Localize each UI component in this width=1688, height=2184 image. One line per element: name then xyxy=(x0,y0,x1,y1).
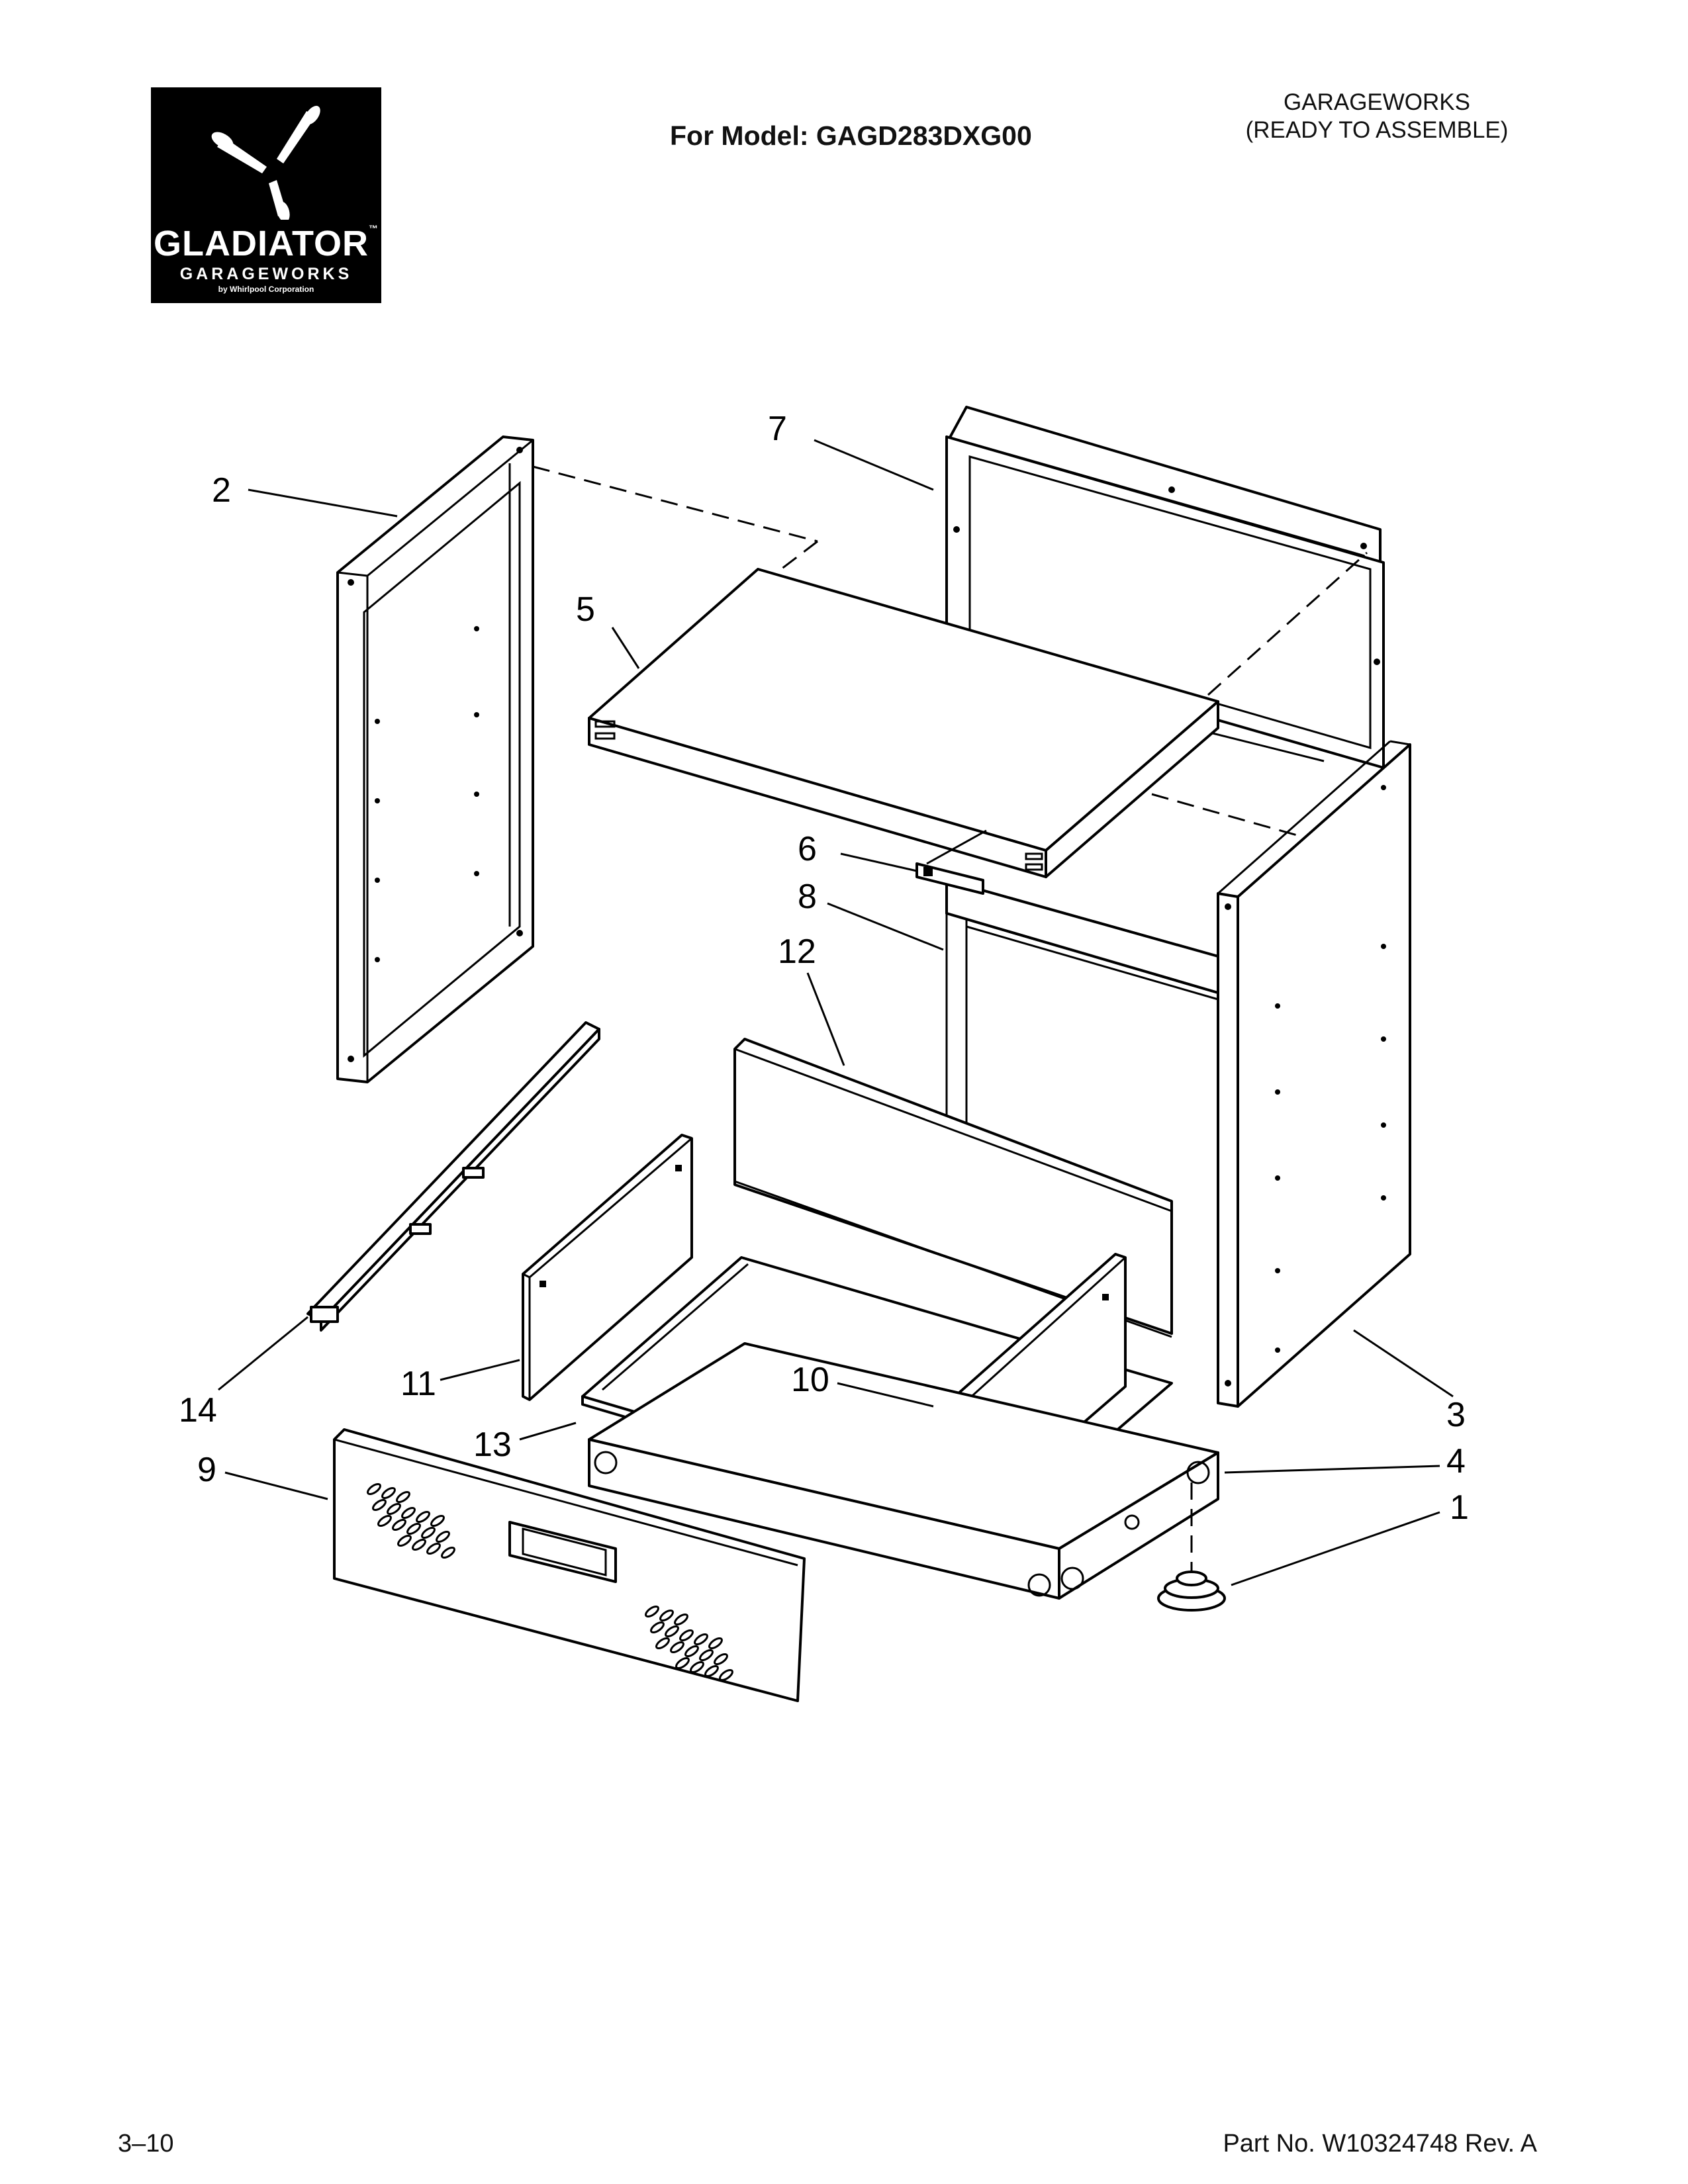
part-9-drawer-front xyxy=(333,1428,806,1702)
callout-4: 4 xyxy=(1446,1442,1466,1480)
part-8-front-frame xyxy=(945,879,1219,1145)
logo-mark-icon xyxy=(211,105,320,222)
vent-slot xyxy=(421,1526,436,1539)
part-4-base xyxy=(588,1342,1219,1600)
leader-12 xyxy=(806,972,845,1066)
category-header: GARAGEWORKS (READY TO ASSEMBLE) xyxy=(1211,89,1542,144)
vent-slot xyxy=(699,1649,714,1662)
vent-slot xyxy=(694,1633,708,1646)
leader-1 xyxy=(1231,1511,1440,1586)
vent-pattern-left xyxy=(367,1482,455,1559)
vent-slot xyxy=(392,1518,406,1531)
vent-slot xyxy=(396,1490,410,1504)
vent-slot xyxy=(406,1522,421,1535)
part-number: Part No. W10324748 Rev. A xyxy=(1223,2130,1537,2158)
category-line-1: GARAGEWORKS xyxy=(1284,89,1470,115)
vent-slot xyxy=(412,1538,426,1551)
assembly-line xyxy=(1151,793,1305,839)
leader-6 xyxy=(840,852,917,872)
logo-sub: GARAGEWORKS xyxy=(179,265,353,283)
vent-slot xyxy=(426,1542,441,1555)
callout-6: 6 xyxy=(798,830,817,868)
callout-11: 11 xyxy=(400,1365,436,1403)
vent-slot xyxy=(381,1486,396,1500)
callout-14: 14 xyxy=(179,1391,217,1430)
vent-slot xyxy=(650,1621,665,1634)
callout-1: 1 xyxy=(1450,1488,1469,1527)
vent-slot xyxy=(367,1482,381,1496)
callout-2: 2 xyxy=(212,471,231,510)
leader-4 xyxy=(1224,1465,1440,1474)
vent-slot xyxy=(708,1637,723,1650)
category-line-2: (READY TO ASSEMBLE) xyxy=(1245,117,1509,143)
part-14-drawer-slide xyxy=(306,1021,600,1332)
vent-slot xyxy=(441,1546,455,1559)
leader-5 xyxy=(611,627,640,669)
leader-10 xyxy=(837,1382,934,1408)
vent-slot xyxy=(674,1613,688,1626)
vent-slot xyxy=(372,1498,387,1512)
callout-13: 13 xyxy=(473,1426,512,1464)
part-6-badge xyxy=(915,862,984,895)
callout-7: 7 xyxy=(768,410,787,448)
vent-slot xyxy=(430,1514,445,1527)
vent-slot xyxy=(714,1653,728,1666)
leader-3 xyxy=(1353,1329,1454,1398)
part-11-drawer-left-side xyxy=(522,1134,693,1401)
logo-brand: GLADIATOR™ xyxy=(154,223,379,263)
vent-slot xyxy=(679,1629,694,1642)
leader-14 xyxy=(218,1316,308,1391)
vent-slot xyxy=(645,1605,659,1618)
part-5-top-shelf xyxy=(588,568,1219,878)
callout-10: 10 xyxy=(791,1361,829,1399)
part-2-left-side-panel xyxy=(336,435,534,1083)
part-1-leveling-foot xyxy=(1157,1482,1226,1612)
page-number: 3–10 xyxy=(118,2130,174,2158)
leader-13 xyxy=(519,1422,577,1441)
assembly-line xyxy=(780,540,818,570)
callout-9: 9 xyxy=(197,1451,216,1489)
callout-3: 3 xyxy=(1446,1396,1466,1434)
model-label: For Model: GAGD283DXG00 xyxy=(670,120,1032,151)
vent-slot xyxy=(416,1510,430,1524)
vent-slot xyxy=(387,1502,401,1516)
gladiator-logo: GLADIATOR™ GARAGEWORKS by Whirlpool Corp… xyxy=(151,87,381,303)
vent-slot xyxy=(659,1609,674,1622)
vent-slot xyxy=(719,1668,733,1682)
leader-9 xyxy=(224,1471,328,1500)
callout-12: 12 xyxy=(778,933,816,971)
assembly-line xyxy=(1207,551,1368,696)
callout-5: 5 xyxy=(576,590,595,629)
leader-2 xyxy=(248,488,398,518)
vent-slot xyxy=(436,1530,450,1543)
vent-slot xyxy=(675,1657,690,1670)
callout-8: 8 xyxy=(798,878,817,916)
vent-slot xyxy=(401,1506,416,1520)
logo-byline: by Whirlpool Corporation xyxy=(218,285,314,294)
vent-pattern-right xyxy=(645,1605,733,1682)
vent-slot xyxy=(397,1534,412,1547)
leader-7 xyxy=(814,439,934,491)
vent-slot xyxy=(655,1637,670,1650)
vent-slot xyxy=(670,1641,684,1654)
vent-slot xyxy=(684,1645,699,1658)
leader-11 xyxy=(440,1359,520,1381)
vent-slot xyxy=(704,1664,719,1678)
assembly-line xyxy=(532,465,818,543)
vent-slot xyxy=(690,1661,704,1674)
vent-slot xyxy=(377,1514,392,1527)
leader-8 xyxy=(827,902,944,951)
vent-slot xyxy=(665,1625,679,1638)
